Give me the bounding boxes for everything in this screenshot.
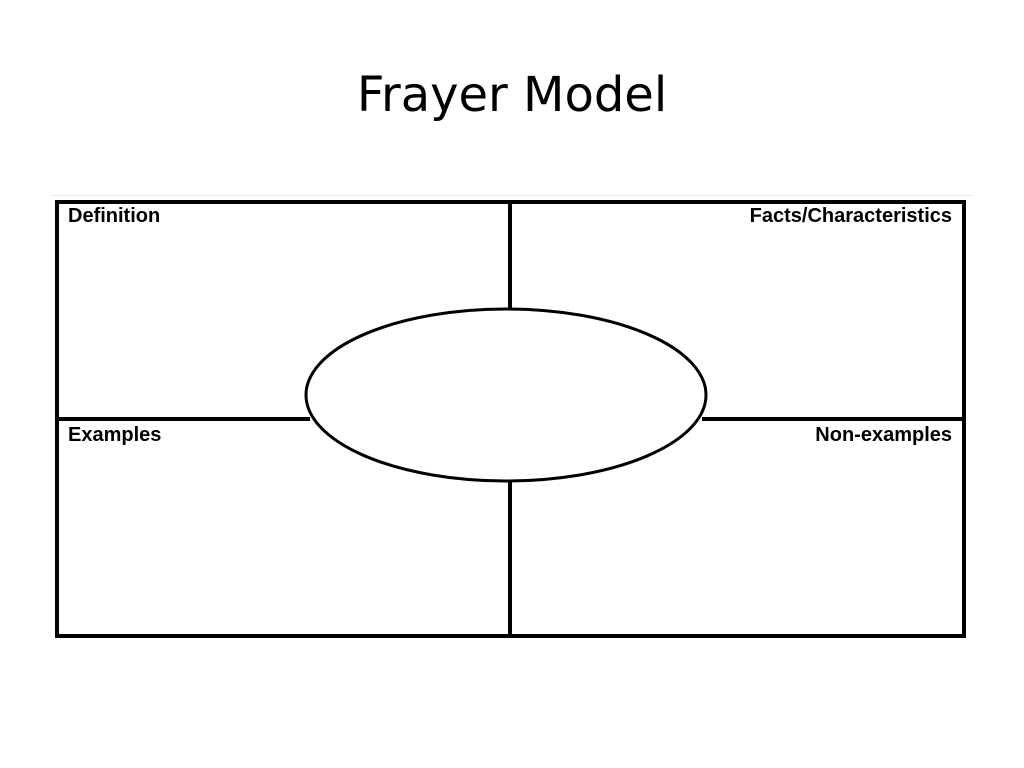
facts-characteristics-label: Facts/Characteristics [749,205,952,227]
examples-label: Examples [68,424,162,446]
center-oval [304,307,708,483]
image-top-edge [52,195,972,196]
page-title: Frayer Model [356,67,668,123]
non-examples-label: Non-examples [815,424,952,446]
definition-label: Definition [68,205,161,227]
